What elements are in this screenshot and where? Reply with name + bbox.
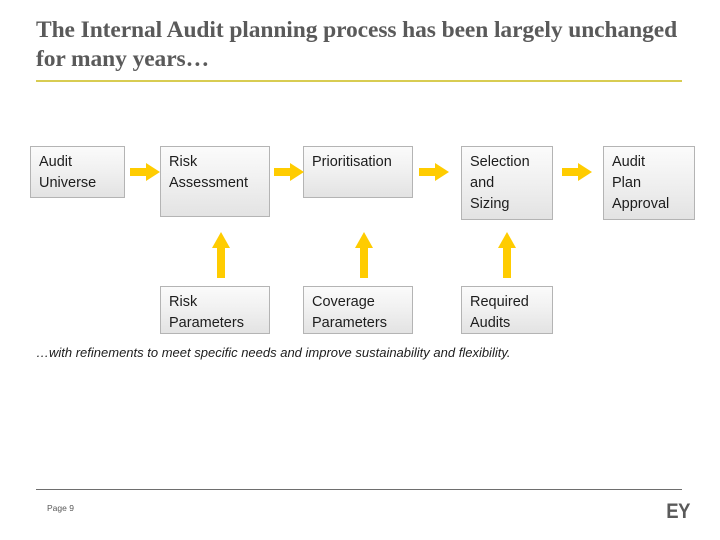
- arrow-head: [498, 232, 516, 248]
- arrow-head: [212, 232, 230, 248]
- arrow-tail: [562, 168, 580, 176]
- arrow-tail: [419, 168, 437, 176]
- arrow-up-icon-1: [212, 232, 230, 278]
- arrow-right-icon-3: [419, 163, 449, 181]
- process-box-coverage-parameters[interactable]: Coverage Parameters: [303, 286, 413, 334]
- footer-divider: [36, 489, 682, 490]
- process-box-risk-parameters[interactable]: Risk Parameters: [160, 286, 270, 334]
- process-box-audit-plan-approval[interactable]: Audit Plan Approval: [603, 146, 695, 220]
- arrow-tail: [360, 246, 368, 278]
- arrow-tail: [130, 168, 148, 176]
- arrow-tail: [217, 246, 225, 278]
- ey-logo: EY: [666, 500, 690, 523]
- arrow-head: [355, 232, 373, 248]
- arrow-tail: [274, 168, 292, 176]
- arrow-head: [578, 163, 592, 181]
- caption-text: …with refinements to meet specific needs…: [36, 345, 511, 360]
- arrow-head: [146, 163, 160, 181]
- arrow-up-icon-3: [498, 232, 516, 278]
- arrow-up-icon-2: [355, 232, 373, 278]
- process-box-required-audits[interactable]: Required Audits: [461, 286, 553, 334]
- arrow-right-icon-4: [562, 163, 592, 181]
- arrow-right-icon-1: [130, 163, 160, 181]
- arrow-tail: [503, 246, 511, 278]
- process-box-audit-universe[interactable]: Audit Universe: [30, 146, 125, 198]
- page-title: The Internal Audit planning process has …: [36, 17, 678, 72]
- arrow-right-icon-2: [274, 163, 304, 181]
- arrow-head: [435, 163, 449, 181]
- process-box-risk-assessment[interactable]: Risk Assessment: [160, 146, 270, 217]
- process-box-prioritisation[interactable]: Prioritisation: [303, 146, 413, 198]
- title-underline-rule: [36, 80, 682, 82]
- process-box-selection-and-sizing[interactable]: Selection and Sizing: [461, 146, 553, 220]
- page-number-label: Page 9: [47, 503, 74, 513]
- arrow-head: [290, 163, 304, 181]
